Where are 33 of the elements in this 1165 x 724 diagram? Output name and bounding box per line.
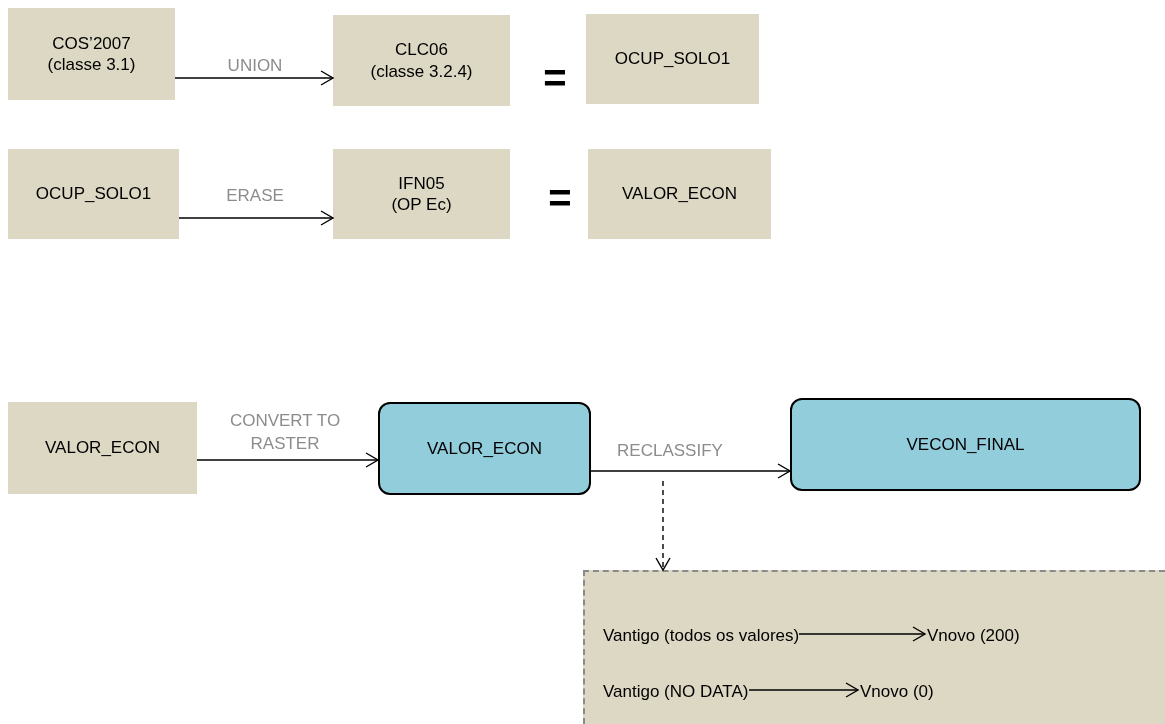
node-text: (OP Ec) <box>391 194 452 216</box>
value-text: Vnovo (200) <box>927 622 1057 650</box>
process-box: VALOR_ECON <box>588 149 771 239</box>
raster-box: VECON_FINAL <box>790 398 1141 491</box>
process-box: OCUP_SOLO1 <box>586 14 759 104</box>
node-text: COS’2007 <box>52 32 131 54</box>
edge-label: ERASE <box>225 185 285 207</box>
arrow <box>196 452 379 468</box>
raster-box: VALOR_ECON <box>378 402 591 495</box>
arrow <box>178 210 334 226</box>
node-text: (classe 3.2.4) <box>370 60 473 82</box>
node-text: IFN05 <box>398 172 445 194</box>
arrow <box>798 626 926 642</box>
process-box: OCUP_SOLO1 <box>8 149 179 239</box>
node-text: (classe 3.1) <box>47 54 136 76</box>
arrow <box>590 463 791 479</box>
arrow <box>748 682 859 698</box>
dashed-arrow <box>655 480 671 571</box>
process-box <box>8 8 175 100</box>
edge-label: RECLASSIFY <box>616 440 724 462</box>
process-box <box>333 149 510 239</box>
edge-label: CONVERT TO RASTER <box>228 410 342 455</box>
arrow <box>174 70 334 86</box>
note-box <box>583 570 1165 724</box>
process-box: VALOR_ECON <box>8 402 197 494</box>
value-text: Vnovo (0) <box>860 678 970 706</box>
process-box <box>333 15 510 106</box>
edge-label: UNION <box>226 55 284 77</box>
value-text: Vantigo (todos os valores) <box>603 622 801 650</box>
node-text: CLC06 <box>395 39 448 61</box>
equals-sign: = <box>547 178 573 218</box>
value-text: Vantigo (NO DATA) <box>603 678 751 706</box>
equals-sign: = <box>542 58 568 98</box>
